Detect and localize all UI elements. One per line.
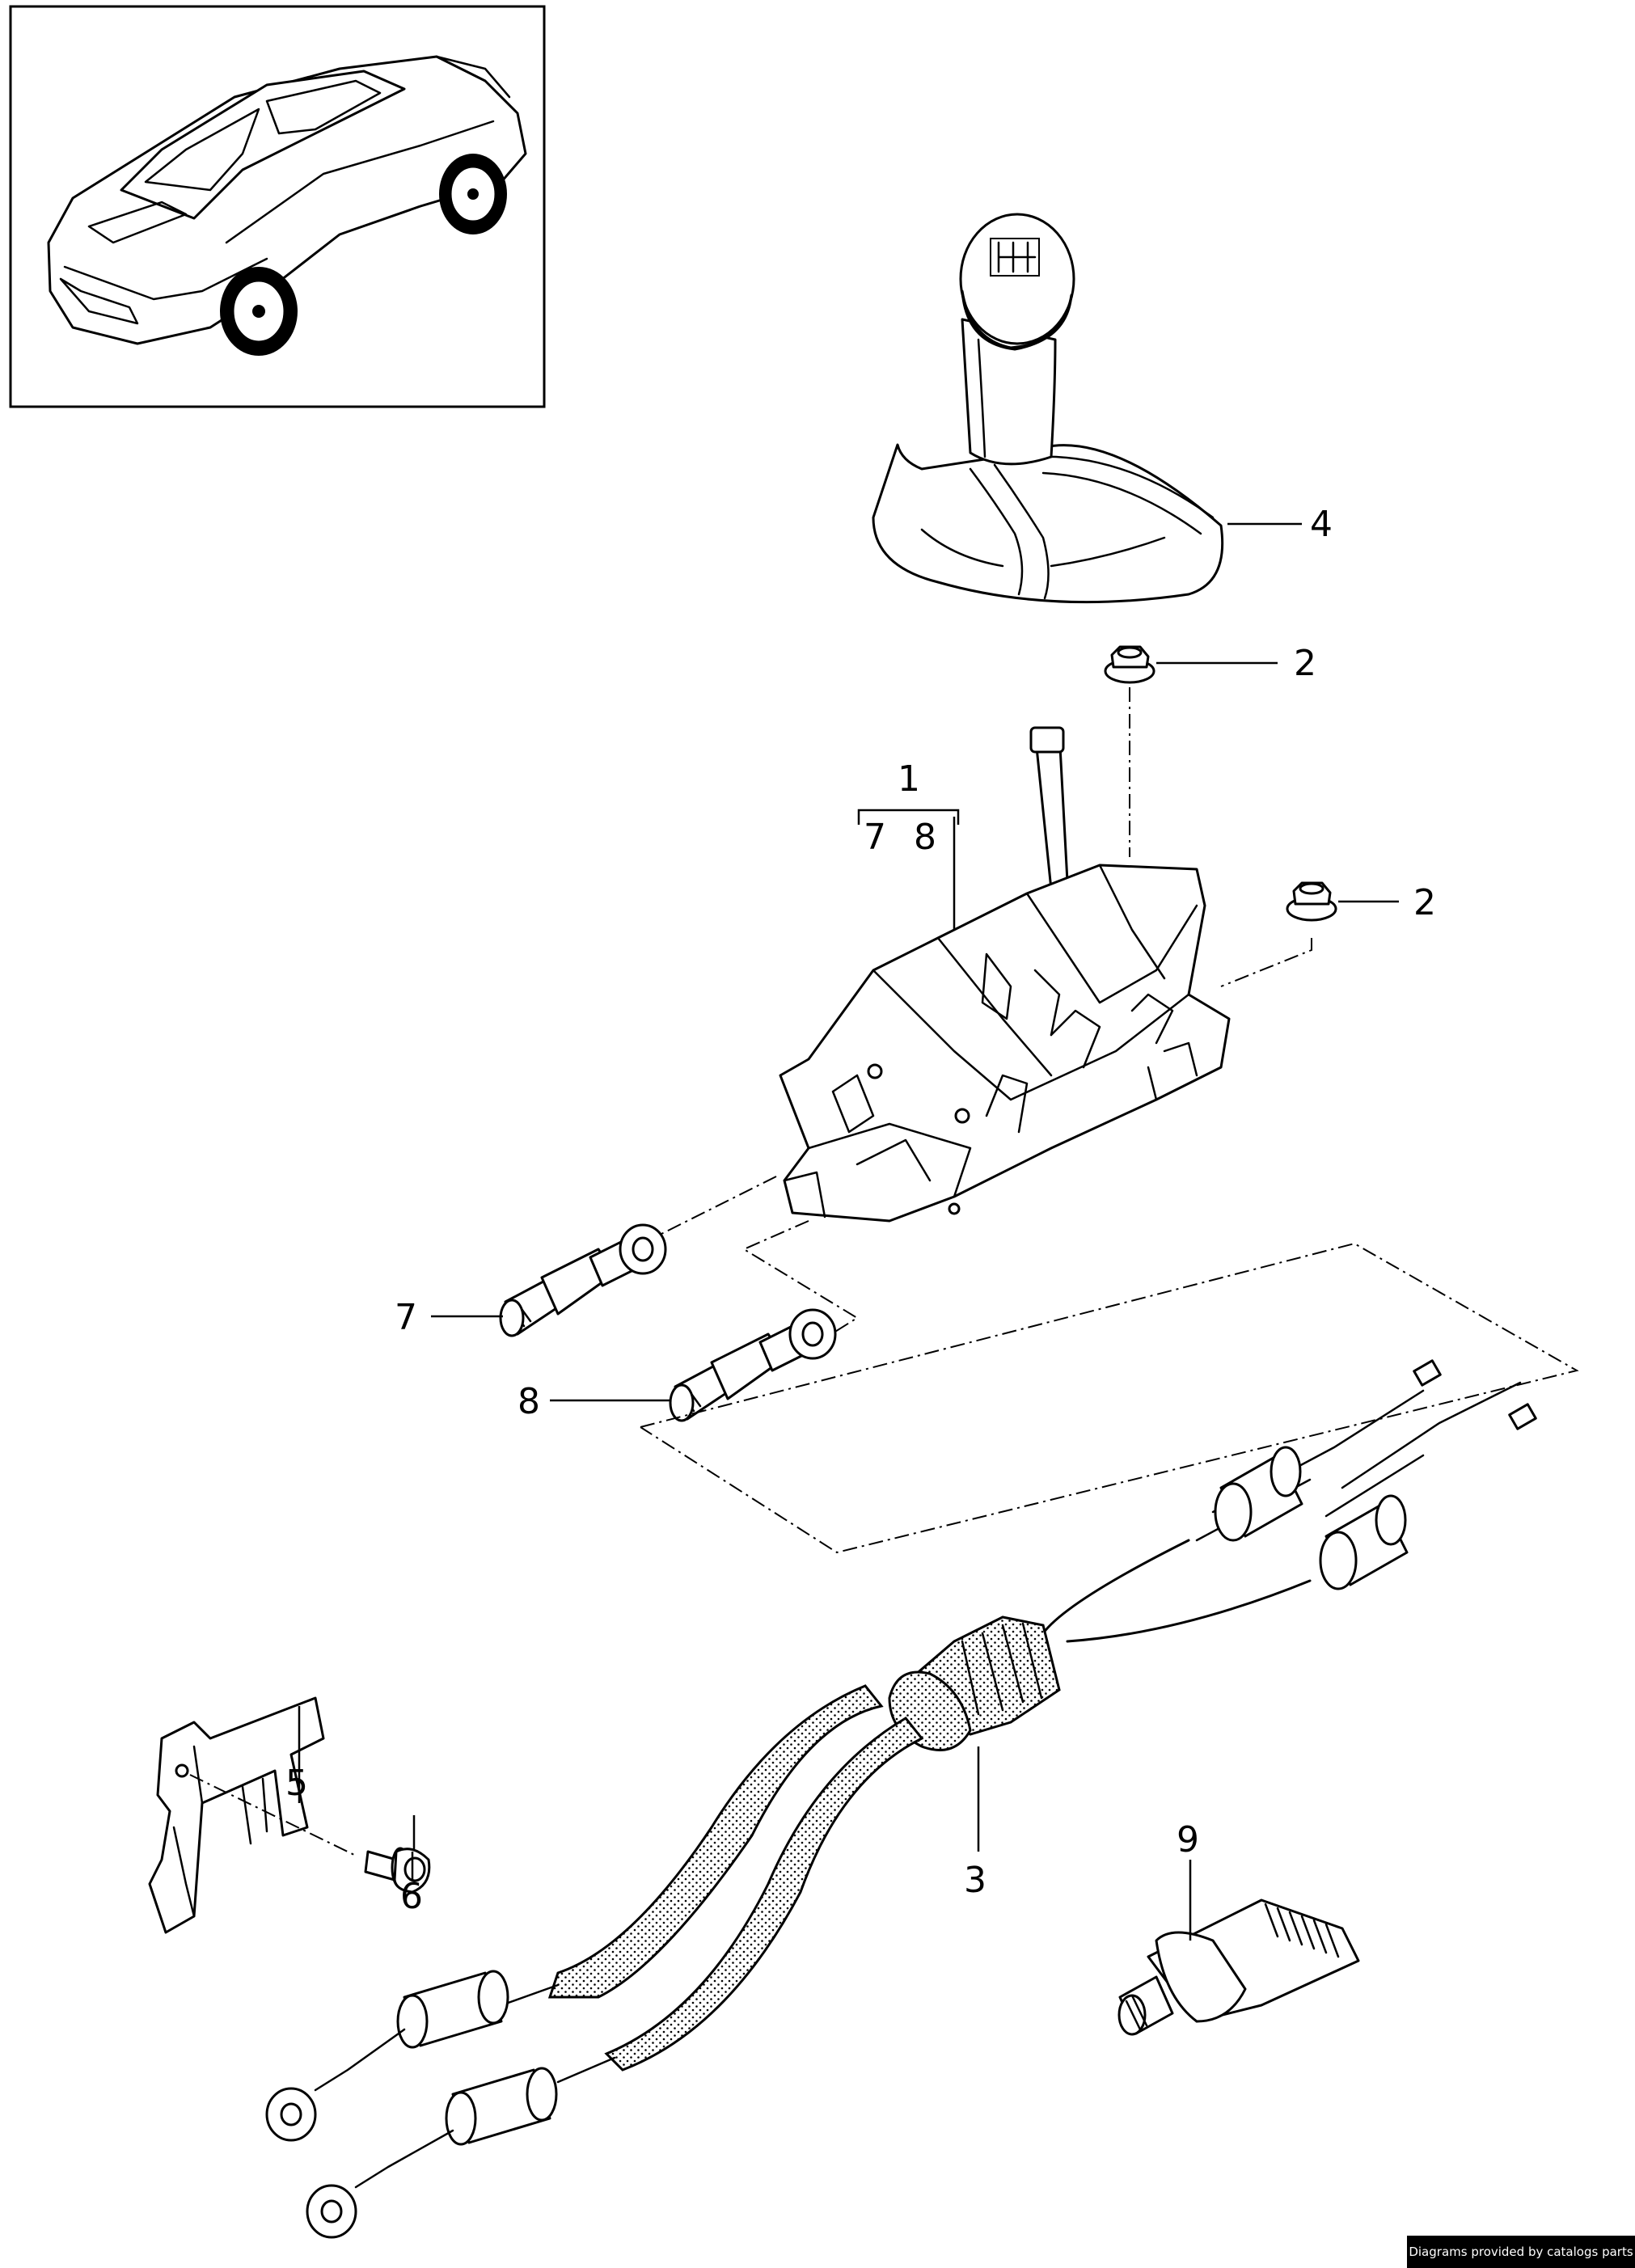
shift-cables-icon bbox=[265, 1359, 1537, 2239]
cable-bracket-icon bbox=[148, 1696, 325, 1934]
callout-6: 6 bbox=[400, 1876, 423, 1917]
callout-7: 7 bbox=[395, 1297, 417, 1338]
flange-nut-icon bbox=[1286, 881, 1337, 922]
wheel-rear bbox=[220, 267, 298, 356]
callout-1: 1 bbox=[898, 758, 920, 800]
shift-pattern-icon bbox=[990, 238, 1040, 277]
shift-boot-icon bbox=[872, 443, 1224, 604]
shifter-housing-icon bbox=[779, 726, 1231, 1223]
car-overview-icon bbox=[9, 5, 546, 408]
callout-1-sub-8: 8 bbox=[914, 817, 936, 858]
credit-footer: Diagrams provided by catalogs parts bbox=[1407, 2236, 1635, 2268]
callout-8: 8 bbox=[518, 1381, 540, 1422]
flange-nut-icon bbox=[1104, 645, 1155, 684]
cable-bushing-icon bbox=[499, 1223, 667, 1337]
callout-9: 9 bbox=[1177, 1819, 1199, 1860]
callout-4: 4 bbox=[1310, 504, 1333, 545]
callout-2-right: 2 bbox=[1413, 882, 1436, 923]
grease-tube-icon bbox=[1117, 1898, 1360, 2036]
callout-5: 5 bbox=[285, 1763, 308, 1804]
wheel-front bbox=[439, 154, 507, 234]
callout-3: 3 bbox=[964, 1860, 986, 1901]
callout-2-top: 2 bbox=[1294, 643, 1316, 684]
gear-knob-icon bbox=[959, 213, 1075, 466]
callout-1-sub-7: 7 bbox=[864, 817, 886, 858]
cable-bushing-icon bbox=[669, 1308, 837, 1422]
